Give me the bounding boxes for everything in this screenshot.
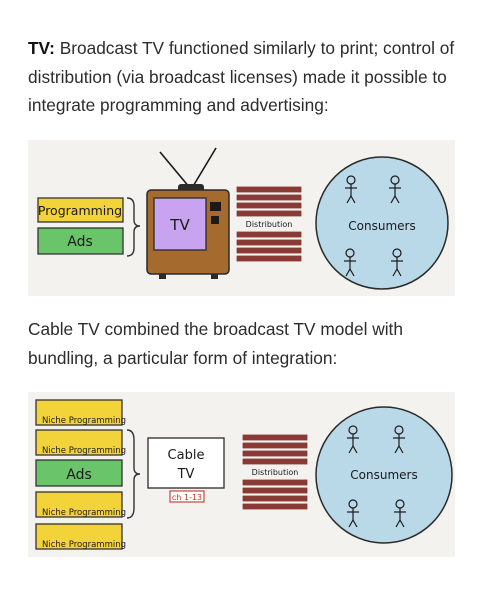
cable-label: Cable: [168, 448, 205, 463]
person-icon: [345, 175, 357, 204]
niche-programming-label: Niche Programming: [42, 540, 126, 550]
ads-label: Ads: [67, 234, 93, 250]
brace-icon: [126, 197, 141, 257]
niche-programming-label: Niche Programming: [42, 446, 126, 456]
tv-set: TV: [146, 189, 230, 279]
tv-knob-icon: [211, 216, 219, 224]
channel-tag: ch 1-13: [169, 490, 205, 503]
cable-tv-diagram: Niche Programming Niche Programming Ads …: [28, 392, 455, 557]
ads-box: Ads: [37, 227, 124, 255]
broadcast-tv-diagram: Programming Ads TV Distribution: [28, 140, 455, 296]
programming-label: Programming: [38, 203, 122, 218]
niche-programming-box: Niche Programming: [35, 523, 126, 550]
antenna-left: [159, 151, 191, 189]
person-icon: [393, 425, 405, 454]
consumers-circle: Consumers: [315, 156, 449, 290]
consumers-label: Consumers: [350, 468, 417, 482]
paragraph-body: Cable TV combined the broadcast TV model…: [28, 319, 403, 368]
tv-label: TV: [169, 216, 190, 234]
distribution-label: Distribution: [252, 468, 299, 477]
person-icon: [347, 499, 359, 528]
niche-programming-label: Niche Programming: [42, 416, 126, 426]
channel-label: ch 1-13: [172, 493, 202, 502]
cable-tv-label: TV: [177, 467, 195, 482]
niche-programming-box: Niche Programming: [35, 399, 126, 426]
distribution-wall-top: [241, 433, 309, 466]
paragraph-broadcast-tv: TV: Broadcast TV functioned similarly to…: [28, 34, 458, 120]
tv-leg-left: [159, 274, 166, 279]
programming-box: Programming: [37, 197, 124, 223]
brace-icon: [126, 429, 141, 519]
ads-box: Ads: [35, 459, 123, 487]
person-icon: [344, 248, 356, 277]
distribution-wall-bottom: [235, 230, 303, 263]
tv-leg-right: [211, 274, 218, 279]
tv-screen: [153, 197, 207, 251]
niche-programming-label: Niche Programming: [42, 508, 126, 518]
tv-dial-icon: [210, 202, 221, 211]
cable-tv-box: Cable TV: [147, 437, 225, 489]
consumers-label: Consumers: [348, 219, 415, 233]
distribution-wall-top: [235, 185, 303, 218]
paragraph-cable-tv: Cable TV combined the broadcast TV model…: [28, 315, 458, 372]
paragraph-body: Broadcast TV functioned similarly to pri…: [28, 38, 455, 115]
antenna-right: [191, 147, 217, 189]
ads-label: Ads: [66, 467, 92, 483]
person-icon: [389, 175, 401, 204]
paragraph-lead: TV:: [28, 38, 55, 58]
person-icon: [347, 425, 359, 454]
niche-programming-box: Niche Programming: [35, 429, 126, 456]
person-icon: [391, 248, 403, 277]
person-icon: [394, 499, 406, 528]
distribution-label: Distribution: [246, 220, 293, 229]
niche-programming-box: Niche Programming: [35, 491, 126, 518]
distribution-wall-bottom: [241, 478, 309, 511]
consumers-circle: Consumers: [315, 406, 453, 544]
